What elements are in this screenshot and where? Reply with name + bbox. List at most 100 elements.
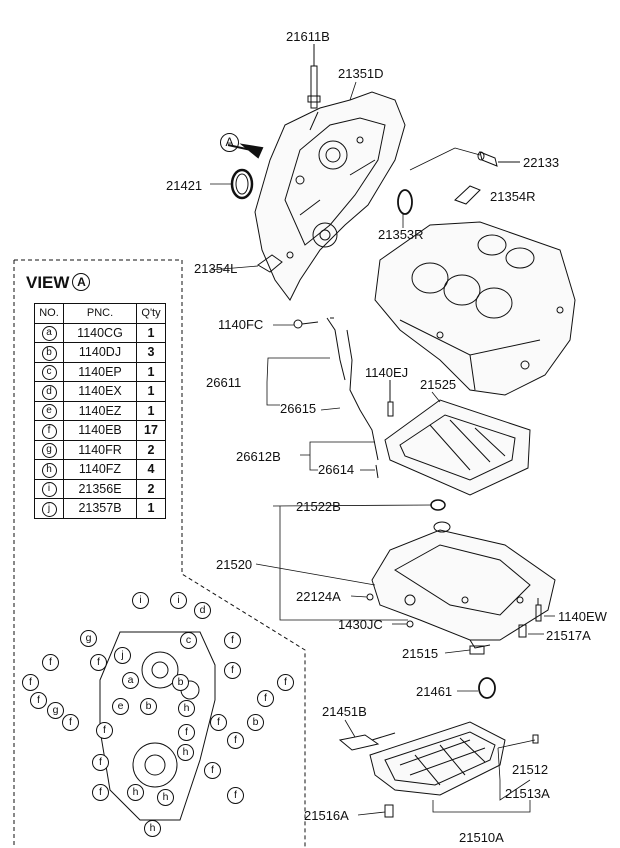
view-marker-j: j [114, 647, 131, 664]
row-no: g [34, 439, 64, 460]
row-pnc: 1140EB [63, 420, 137, 441]
view-marker-e: e [112, 698, 129, 715]
label-21461: 21461 [416, 684, 453, 699]
row-pnc: 1140CG [63, 322, 137, 343]
label-21354R: 21354R [490, 189, 536, 204]
view-marker-f: f [42, 654, 59, 671]
view-marker-f: f [210, 714, 227, 731]
view-marker-f: f [62, 714, 79, 731]
row-no: f [34, 420, 64, 441]
view-marker-h: h [177, 744, 194, 761]
row-qty: 1 [136, 322, 166, 343]
row-letter-circle: j [41, 501, 57, 517]
view-marker-f: f [224, 662, 241, 679]
view-marker-f: f [178, 724, 195, 741]
ladder-frame-21525 [384, 399, 531, 496]
oring-21353R [397, 189, 413, 215]
label-21520: 21520 [216, 557, 253, 572]
view-marker-g: g [80, 630, 97, 647]
plug-22124A [366, 593, 374, 601]
view-marker-f: f [30, 692, 47, 709]
label-21421: 21421 [166, 178, 203, 193]
label-21353R: 21353R [378, 227, 424, 242]
view-a-circle: A [72, 273, 91, 291]
dowel-22133 [477, 151, 520, 167]
strainer-21451B [338, 732, 396, 751]
view-marker-f: f [227, 787, 244, 804]
seal-21421 [230, 168, 254, 200]
pin-1430JC [406, 620, 414, 628]
view-marker-a: a [122, 672, 139, 689]
view-marker-f: f [277, 674, 294, 691]
view-marker-h: h [178, 700, 195, 717]
view-marker-h: h [157, 789, 174, 806]
row-qty: 1 [136, 400, 166, 421]
row-qty: 1 [136, 381, 166, 402]
row-no: c [34, 361, 64, 382]
label-1140FC: 1140FC [218, 317, 264, 332]
row-pnc: 1140EZ [63, 400, 137, 421]
view-marker-i: i [170, 592, 187, 609]
row-no: a [34, 322, 64, 343]
label-1140EJ: 1140EJ [365, 365, 409, 380]
label-21354L: 21354L [194, 261, 238, 276]
bolt-1140EJ [387, 380, 394, 417]
row-qty: 17 [136, 420, 166, 441]
gasket-21354R [454, 185, 481, 205]
row-letter-circle: g [41, 443, 57, 459]
label-1140EW: 1140EW [558, 609, 607, 624]
view-marker-f: f [22, 674, 39, 691]
header-no: NO. [34, 303, 64, 324]
bolt-21517A [518, 624, 527, 638]
label-21513A: 21513A [505, 786, 550, 801]
gasket-21354L [257, 254, 283, 273]
row-no: i [34, 478, 64, 499]
label-21516A: 21516A [304, 808, 349, 823]
view-marker-f: f [257, 690, 274, 707]
view-marker-g: g [47, 702, 64, 719]
row-qty: 3 [136, 342, 166, 363]
label-22124A: 22124A [296, 589, 341, 604]
view-marker-h: h [127, 784, 144, 801]
row-letter-circle: a [41, 326, 57, 342]
label-21515: 21515 [402, 646, 439, 661]
view-marker-f: f [90, 654, 107, 671]
label-21512: 21512 [512, 762, 549, 777]
row-letter-circle: d [41, 384, 57, 400]
view-a-drawing [99, 631, 216, 821]
view-marker-i: i [132, 592, 149, 609]
view-marker-f: f [96, 722, 113, 739]
view-marker-f: f [92, 754, 109, 771]
bolt-1140FC [293, 319, 319, 329]
row-no: j [34, 498, 64, 519]
label-22133: 22133 [523, 155, 560, 170]
view-marker-b: b [140, 698, 157, 715]
bolt-1140EW [535, 598, 542, 622]
parts-table-header: NO. PNC. Q'ty [34, 303, 166, 324]
view-panel-outline [13, 259, 306, 848]
label-view-a-marker: A [220, 133, 239, 152]
view-marker-h: h [144, 820, 161, 837]
row-pnc: 1140EP [63, 361, 137, 382]
row-letter-circle: c [41, 365, 57, 381]
row-no: d [34, 381, 64, 402]
row-pnc: 1140FZ [63, 459, 137, 480]
row-pnc: 1140FR [63, 439, 137, 460]
label-26615: 26615 [280, 401, 317, 416]
label-21351D: 21351D [338, 66, 384, 81]
view-marker-f: f [224, 632, 241, 649]
row-qty: 1 [136, 361, 166, 382]
row-no: h [34, 459, 64, 480]
row-pnc: 21357B [63, 498, 137, 519]
row-letter-circle: e [41, 404, 57, 420]
